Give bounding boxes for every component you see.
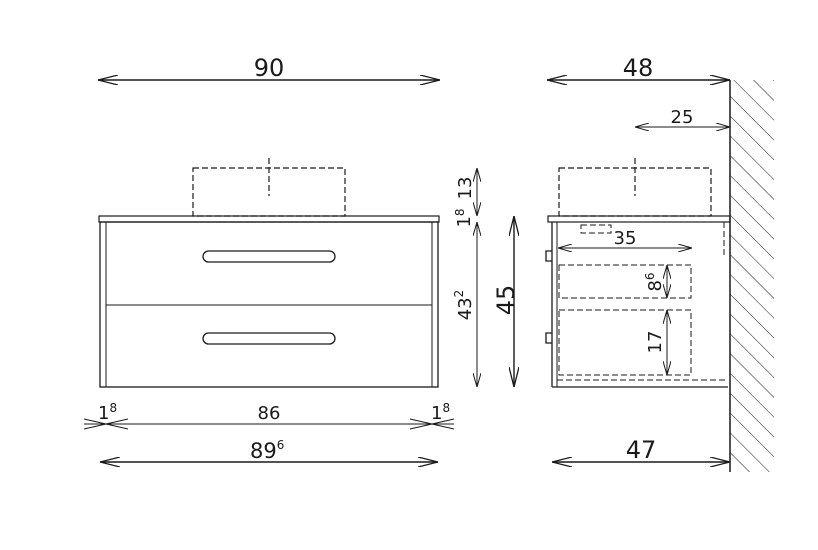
side-basin-outline <box>558 167 712 217</box>
basin-height-13-label: 13 <box>455 177 476 200</box>
side-view: 48 25 35 86 17 47 <box>545 54 774 472</box>
upper-handle-profile <box>545 250 552 262</box>
upper-drawer-handle <box>202 250 336 263</box>
right-tick-arrows <box>409 418 455 430</box>
drawer-depth-35-label: 35 <box>614 228 637 249</box>
right-side-thickness-label: 18 <box>431 401 450 424</box>
basin-outline <box>192 167 346 217</box>
upper-drawer-height-label: 86 <box>643 272 666 291</box>
lower-drawer-height-17-label: 17 <box>645 331 666 354</box>
front-view: 90 18 86 18 896 13 18 432 45 <box>83 54 520 463</box>
lower-handle-profile <box>545 332 552 344</box>
upper-drawer-outline <box>558 264 692 299</box>
left-side-thickness-label: 18 <box>98 401 117 424</box>
lower-drawer-outline <box>558 309 692 376</box>
depth-48-label: 48 <box>623 54 654 82</box>
total-height-45-label: 45 <box>492 285 520 316</box>
inner-width-86-label: 86 <box>258 403 281 424</box>
side-countertop <box>547 215 731 223</box>
countertop <box>98 215 440 223</box>
body-width-label: 896 <box>250 438 284 463</box>
wall-hatch <box>730 80 774 472</box>
body-height-label: 432 <box>452 290 476 321</box>
basin-offset-25-label: 25 <box>671 107 694 128</box>
top-thickness-label: 18 <box>453 208 475 227</box>
lower-drawer-handle <box>202 332 336 345</box>
left-tick-arrows <box>83 418 129 430</box>
cabinet-body <box>99 221 439 388</box>
body-depth-47-label: 47 <box>626 436 657 464</box>
width-90-label: 90 <box>254 54 285 82</box>
siphon-outline <box>580 224 612 234</box>
